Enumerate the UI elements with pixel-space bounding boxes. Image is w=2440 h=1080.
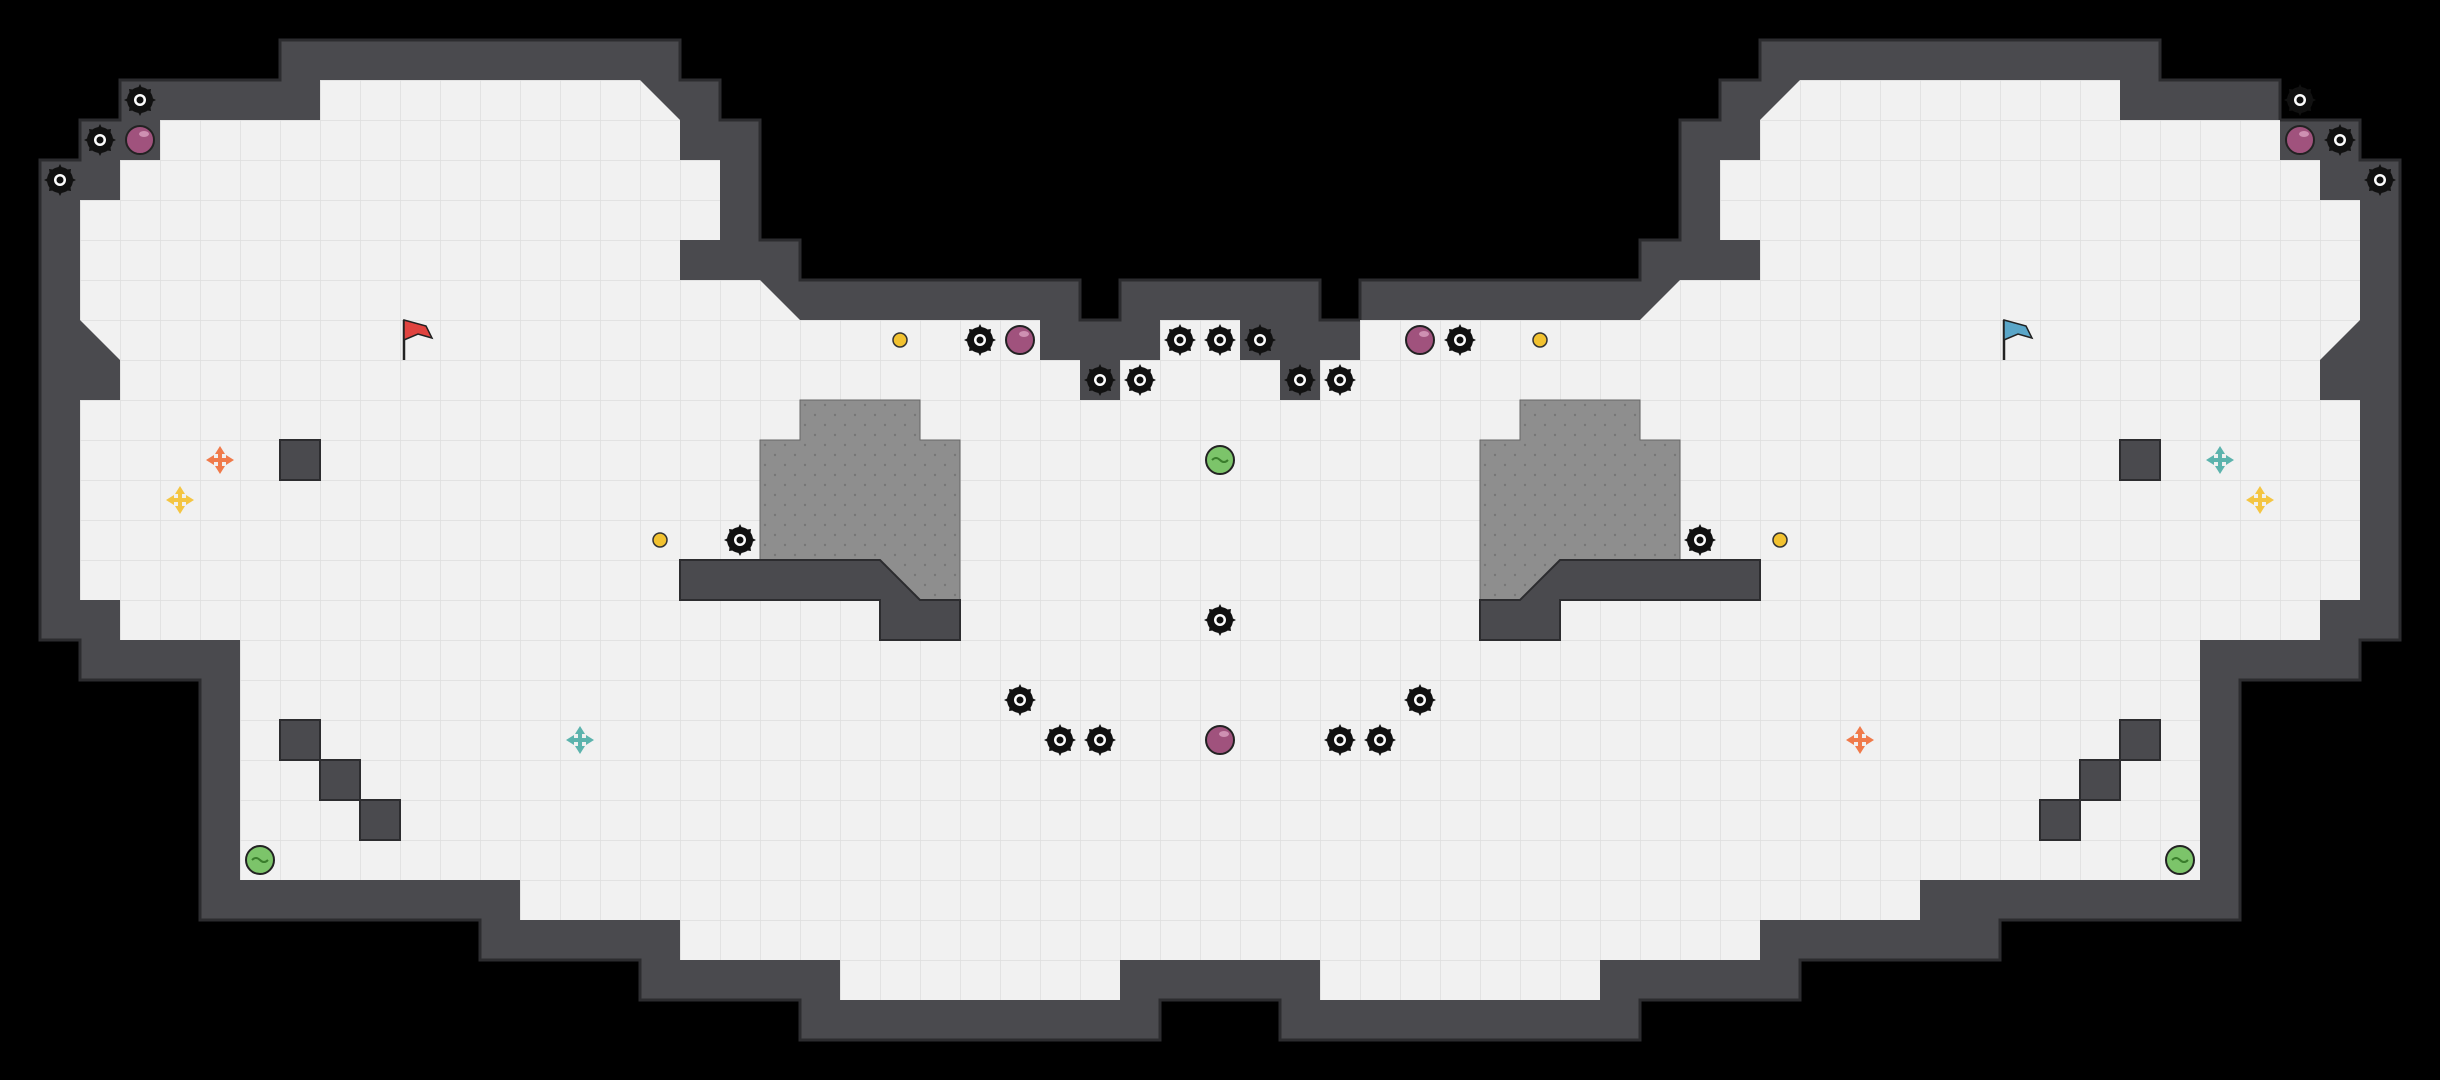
powerup-green-icon	[1205, 445, 1235, 475]
powerup-green-icon	[245, 845, 275, 875]
wall-blocks	[279, 439, 2161, 841]
powerup-purple-icon	[1005, 325, 1035, 355]
blue-flag-icon	[2002, 319, 2034, 360]
powerup-purple-icon	[1205, 725, 1235, 755]
arena-floor	[80, 80, 2360, 1000]
coin-icon	[1532, 332, 1548, 348]
coin-icon	[1772, 532, 1788, 548]
red-flag-icon	[402, 319, 434, 360]
right-grate-structure	[1479, 399, 1761, 641]
left-grate-structure	[679, 399, 961, 641]
powerup-green-icon	[2165, 845, 2195, 875]
coin-icon	[652, 532, 668, 548]
spike-icon	[2284, 84, 2316, 116]
powerup-purple-icon	[1405, 325, 1435, 355]
powerup-purple-icon	[125, 125, 155, 155]
powerup-purple-icon	[2285, 125, 2315, 155]
coin-icon	[892, 332, 908, 348]
